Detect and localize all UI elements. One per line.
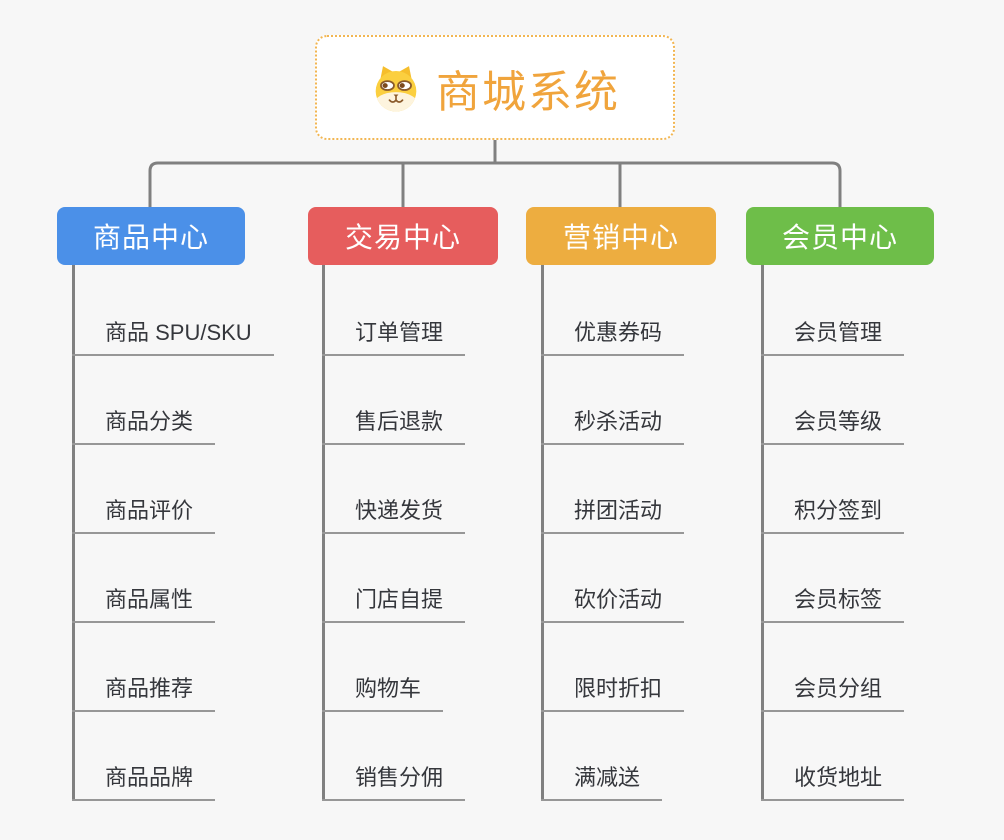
leaf-node[interactable]: 商品评价 [72,498,216,534]
leaf-node[interactable]: 秒杀活动 [541,409,685,445]
leaf-node[interactable]: 订单管理 [322,320,466,356]
branch-node-trade-center[interactable]: 交易中心 [308,207,498,265]
leaf-node[interactable]: 销售分佣 [322,765,466,801]
leaf-node[interactable]: 会员标签 [761,587,905,623]
leaf-node[interactable]: 收货地址 [761,765,905,801]
leaf-node[interactable]: 会员等级 [761,409,905,445]
root-node-title: 商城系统 [436,67,620,117]
leaf-node[interactable]: 限时折扣 [541,676,685,712]
leaf-node[interactable]: 商品分类 [72,409,216,445]
leaf-node[interactable]: 商品品牌 [72,765,216,801]
branch-node-marketing-center[interactable]: 营销中心 [526,207,716,265]
leaf-node[interactable]: 商品属性 [72,587,216,623]
leaf-node[interactable]: 快递发货 [322,498,466,534]
leaf-node[interactable]: 售后退款 [322,409,466,445]
leaf-node[interactable]: 砍价活动 [541,587,685,623]
leaf-node[interactable]: 拼团活动 [541,498,685,534]
leaf-node[interactable]: 优惠券码 [541,320,685,356]
leaf-node[interactable]: 会员管理 [761,320,905,356]
root-node-mall-system[interactable]: 商城系统 [315,35,675,140]
branch-node-product-center[interactable]: 商品中心 [57,207,245,265]
leaf-node[interactable]: 购物车 [322,676,444,712]
leaf-node[interactable]: 门店自提 [322,587,466,623]
leaf-node[interactable]: 满减送 [541,765,663,801]
leaf-node[interactable]: 商品 SPU/SKU [72,320,274,356]
leaf-node[interactable]: 商品推荐 [72,676,216,712]
leaf-node[interactable]: 积分签到 [761,498,905,534]
dog-face-icon [375,65,417,112]
leaf-node[interactable]: 会员分组 [761,676,905,712]
branch-node-member-center[interactable]: 会员中心 [746,207,934,265]
